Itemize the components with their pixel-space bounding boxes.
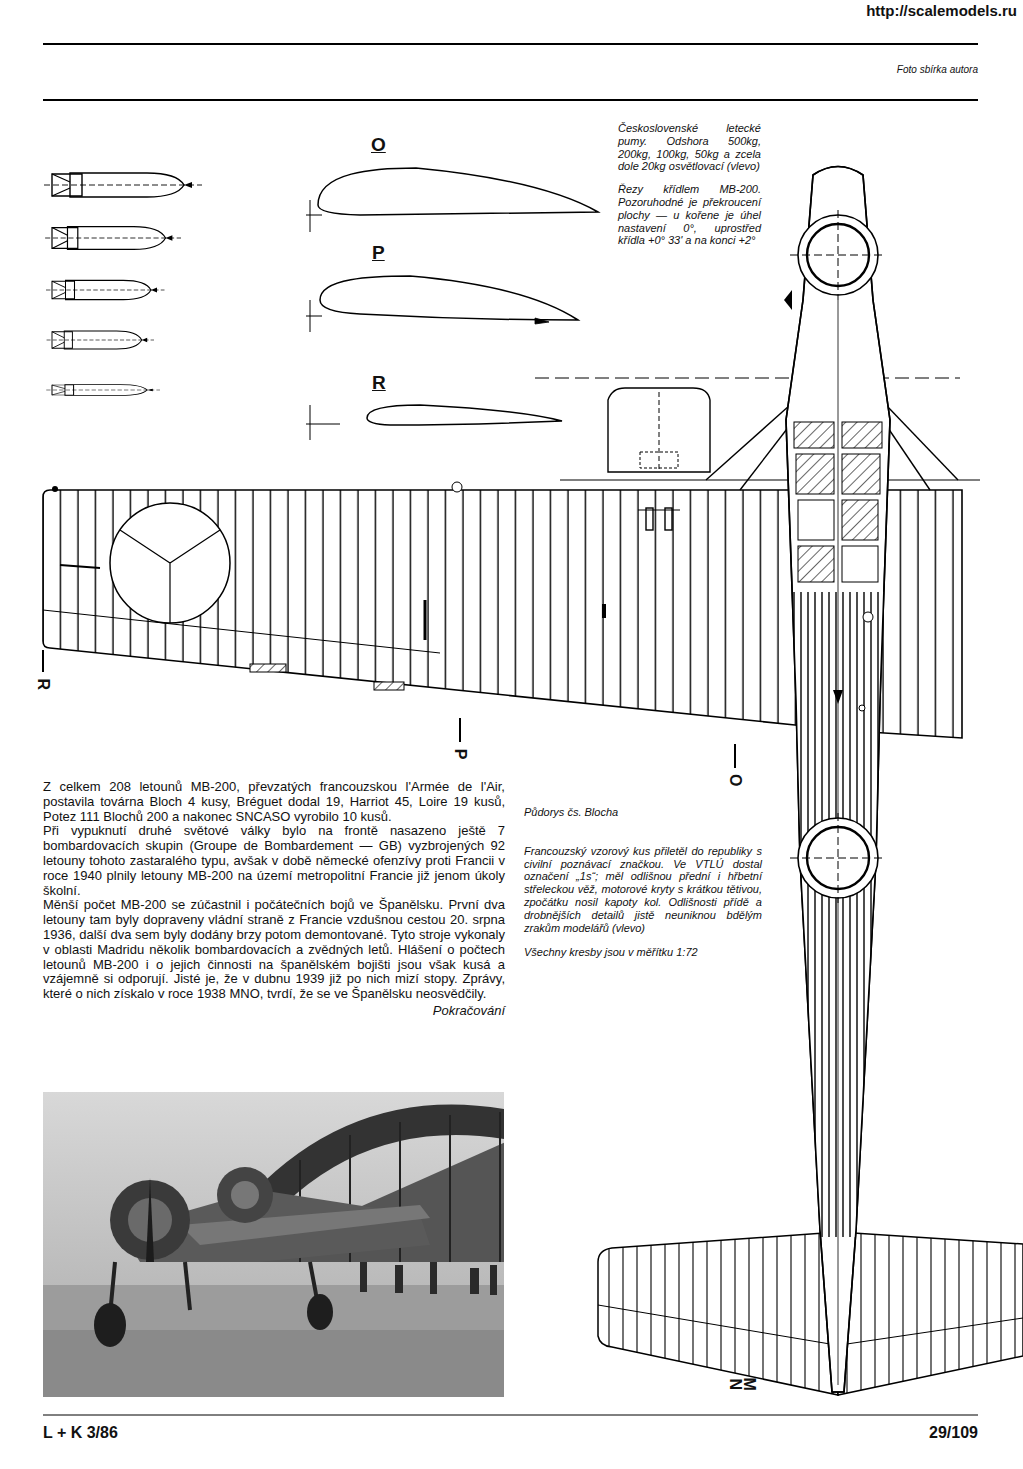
- engine-nacelle: [560, 388, 980, 530]
- section-letter: P: [372, 242, 385, 264]
- text-paragraph: Z celkem 208 letounů MB-200, převzatých …: [43, 780, 505, 824]
- page-rules: [43, 44, 978, 1415]
- page-footer: L + K 3/86: [43, 1424, 118, 1442]
- bomb-drawings: [44, 173, 202, 395]
- text-paragraph: Francouzský vzorový kus přiletěl do repu…: [524, 845, 762, 935]
- caption-block: Československé letecké pumy. Odshora 500…: [618, 122, 761, 247]
- watermark: http://scalemodels.ru: [866, 2, 1017, 19]
- section-marker: M: [739, 1378, 757, 1391]
- article-body: Z celkem 208 letounů MB-200, převzatých …: [43, 780, 505, 1019]
- photo-credit: Foto sbírka autora: [897, 64, 978, 76]
- text-paragraph: Československé letecké pumy. Odshora 500…: [618, 122, 761, 173]
- caption-block: Půdorys čs. BlochaFrancouzský vzorový ku…: [524, 806, 762, 959]
- text-paragraph: Řezy křídlem MB-200. Pozoruhodné je přek…: [618, 183, 761, 247]
- photograph: [43, 1092, 504, 1397]
- airfoil-sections: [306, 168, 598, 440]
- section-marker: P: [450, 749, 468, 760]
- text-paragraph: Půdorys čs. Blocha: [524, 806, 762, 819]
- section-letter: O: [371, 134, 386, 156]
- continued-note: Pokračování: [43, 1004, 505, 1019]
- datum-line: [535, 378, 960, 379]
- text-paragraph: Měnší počet MB-200 se zúčastnil i počáte…: [43, 898, 505, 1002]
- tailplane: [598, 1232, 1023, 1395]
- fuselage-plan: [784, 167, 890, 1393]
- text-paragraph: Při vypuknutí druhé světové války bylo n…: [43, 824, 505, 898]
- section-marker: O: [726, 774, 744, 786]
- page-number: 29/109: [929, 1424, 978, 1442]
- section-marker: R: [34, 678, 52, 690]
- text-paragraph: Všechny kresby jsou v měřítku 1:72: [524, 946, 762, 959]
- section-letter: R: [372, 372, 386, 394]
